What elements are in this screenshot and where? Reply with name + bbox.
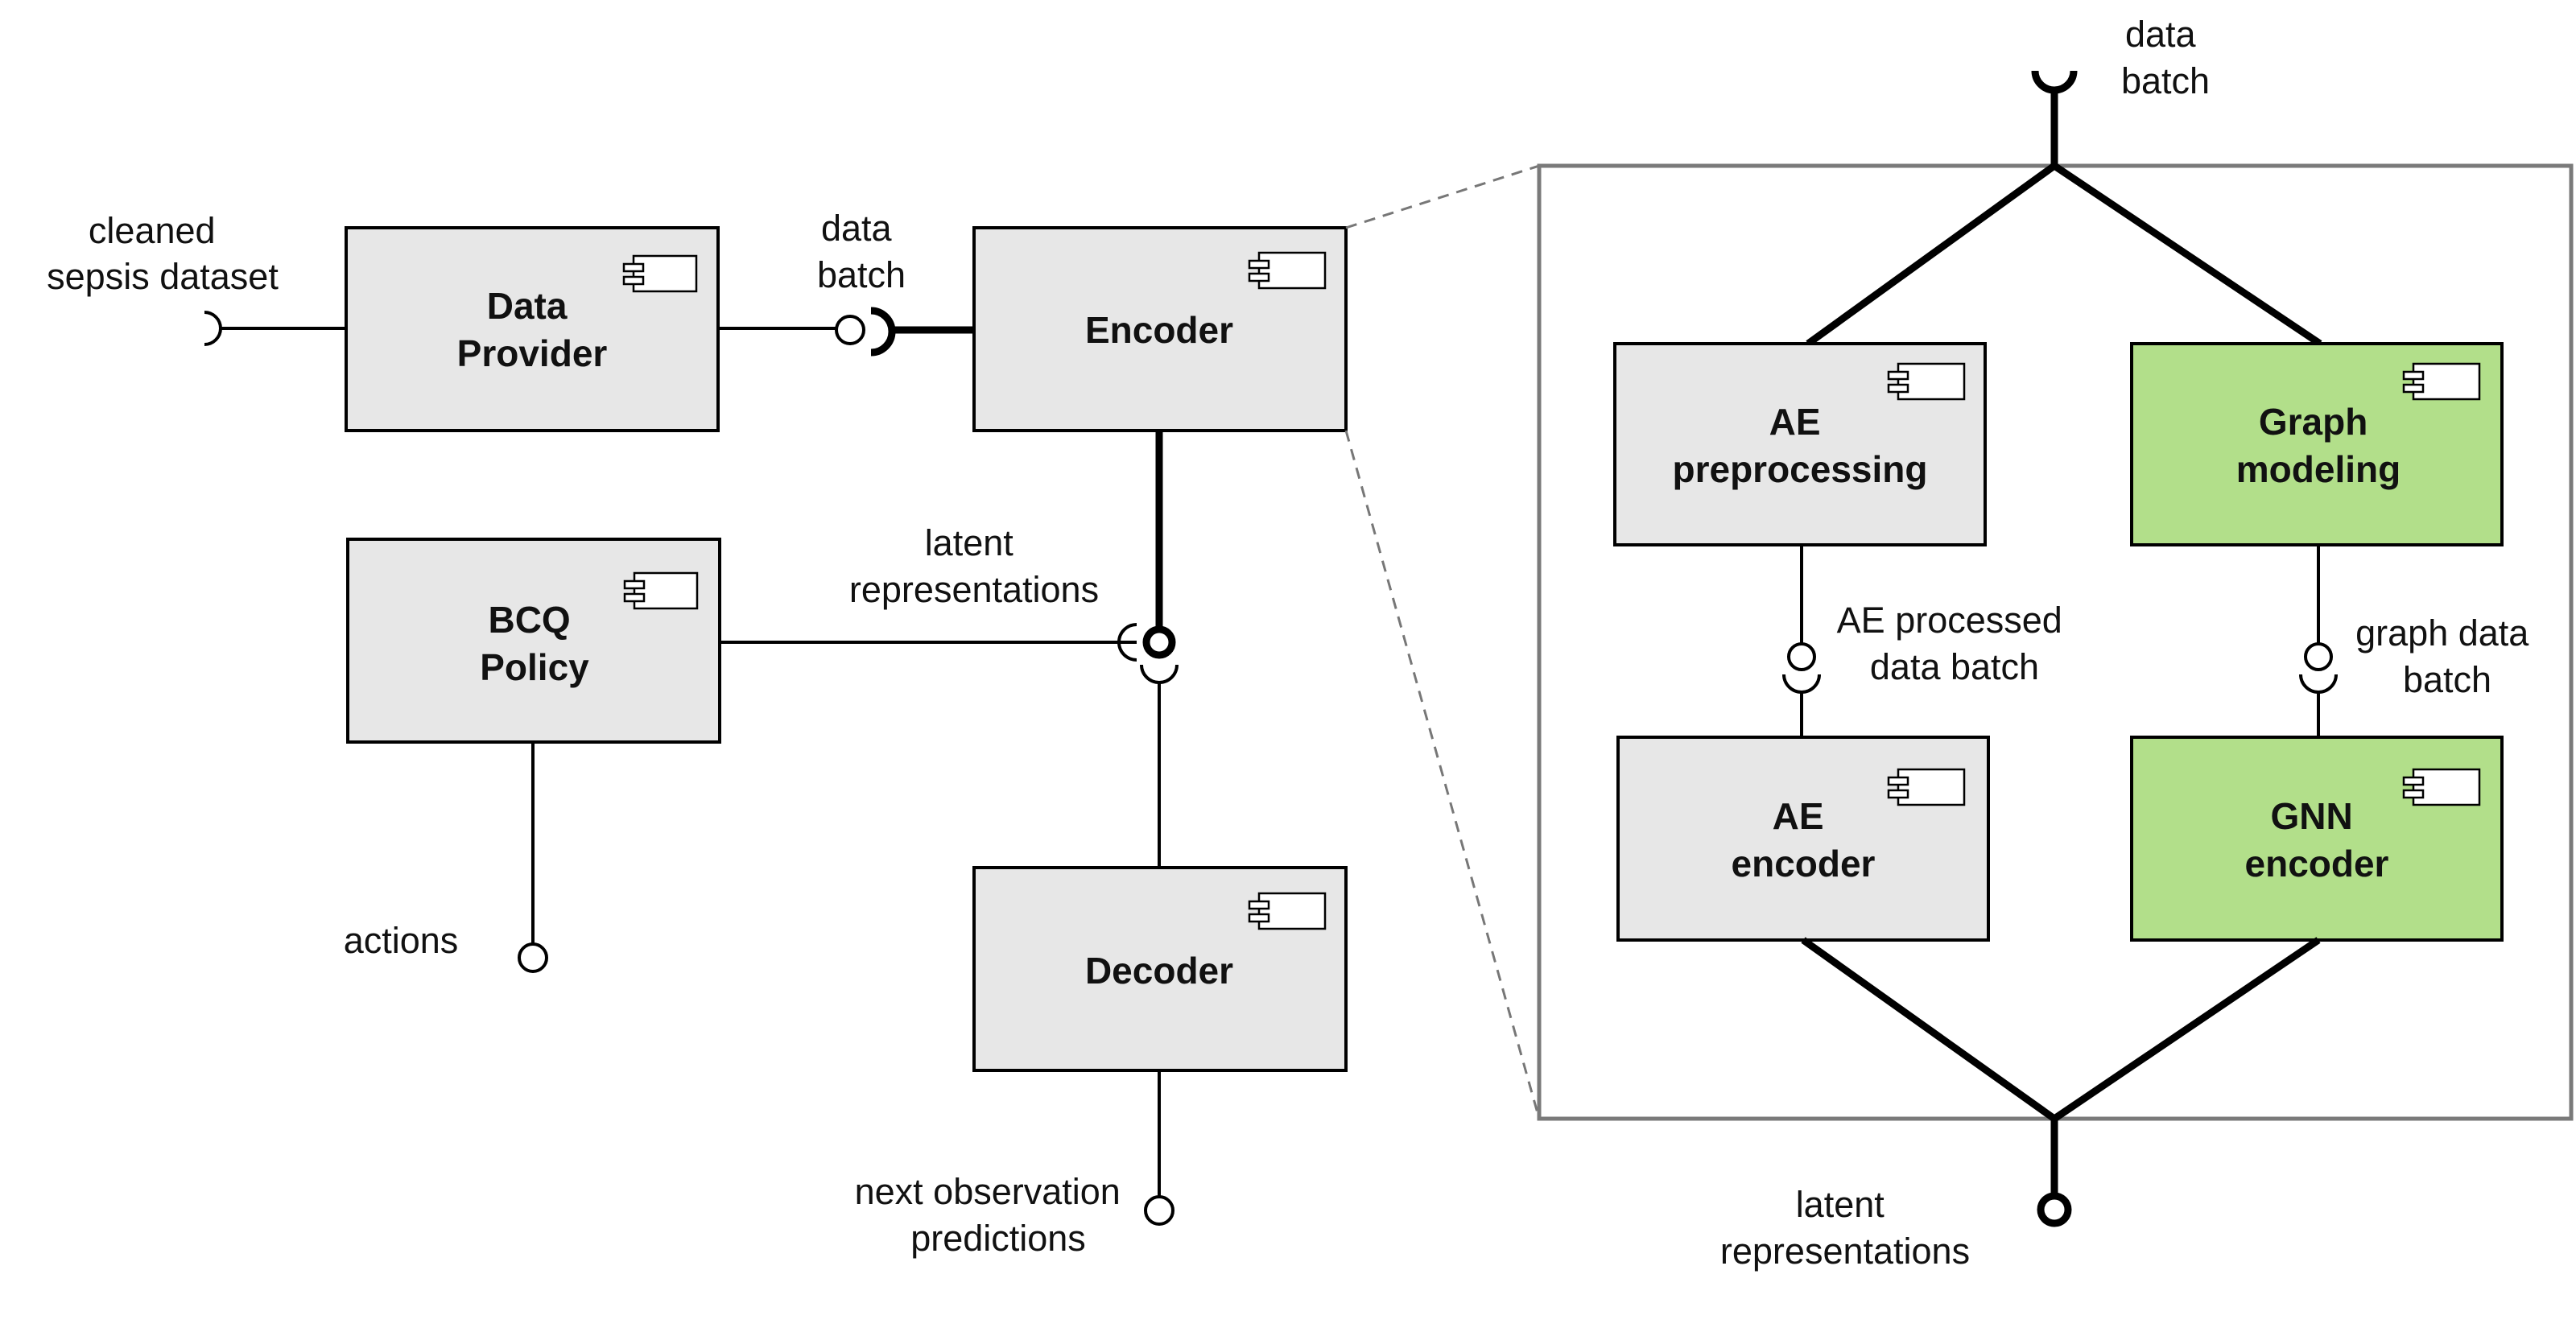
lollipop-icon bbox=[1142, 625, 1176, 659]
component-title: Encoder bbox=[1085, 309, 1233, 351]
graph-data-batch-label: graph data batch bbox=[2355, 612, 2539, 700]
dataset-interface bbox=[204, 311, 346, 346]
component-icon bbox=[1248, 251, 1327, 290]
component-icon bbox=[1887, 768, 1966, 806]
fan-in-left bbox=[1801, 937, 2057, 1122]
label-line: batch bbox=[2403, 659, 2491, 700]
label-line: graph data bbox=[2355, 612, 2529, 654]
label-line: latent bbox=[1796, 1184, 1885, 1225]
label-line: data bbox=[821, 208, 893, 249]
detail-data-batch-label: data batch bbox=[2121, 14, 2210, 101]
ae-preprocessing-component[interactable]: AE preprocessing bbox=[1613, 342, 1987, 546]
lollipop-icon bbox=[1787, 642, 1816, 671]
fan-in-right bbox=[2052, 937, 2321, 1122]
component-box bbox=[972, 866, 1348, 1072]
component-title: Data Provider bbox=[457, 285, 608, 374]
component-icon bbox=[1887, 362, 1966, 401]
socket-icon bbox=[2299, 674, 2338, 694]
bcq-policy-component[interactable]: BCQ Policy bbox=[346, 538, 721, 744]
actions-label: actions bbox=[344, 920, 459, 961]
component-icon bbox=[2402, 768, 2481, 806]
component-box bbox=[1616, 736, 1990, 942]
next-observation-label: next observation predictions bbox=[855, 1171, 1131, 1259]
component-title: AE encoder bbox=[1732, 795, 1876, 884]
component-title: GNN encoder bbox=[2245, 795, 2389, 884]
label-line: cleaned bbox=[89, 210, 216, 251]
label-line: data bbox=[2125, 14, 2197, 55]
socket-icon bbox=[2031, 70, 2078, 94]
lollipop-icon bbox=[1144, 1195, 1174, 1226]
fan-out-right bbox=[2052, 163, 2322, 347]
label-line: batch bbox=[2121, 60, 2210, 101]
label-line: representations bbox=[849, 569, 1099, 610]
ae-processed-label: AE processed data batch bbox=[1837, 600, 2073, 687]
lollipop-icon bbox=[835, 315, 865, 345]
component-box bbox=[2130, 736, 2504, 942]
component-icon bbox=[1248, 892, 1327, 930]
label-line: representations bbox=[1720, 1231, 1970, 1272]
label-line: predictions bbox=[910, 1218, 1086, 1259]
socket-icon bbox=[204, 311, 222, 346]
component-box bbox=[346, 538, 721, 744]
label-line: batch bbox=[817, 254, 906, 295]
data-batch-label: data batch bbox=[817, 208, 906, 295]
gnn-encoder-component[interactable]: GNN encoder bbox=[2130, 736, 2504, 942]
component-title: BCQ Policy bbox=[480, 599, 589, 688]
component-icon bbox=[623, 571, 699, 610]
component-title: Decoder bbox=[1085, 950, 1233, 992]
label-line: latent bbox=[925, 522, 1014, 563]
lollipop-icon bbox=[2037, 1192, 2072, 1227]
fan-out-left bbox=[1806, 163, 2057, 347]
detail-latent-representations-label: latent representations bbox=[1720, 1184, 1970, 1272]
encoder-component[interactable]: Encoder bbox=[972, 226, 1348, 432]
label-line: sepsis dataset bbox=[47, 256, 279, 297]
graph-modeling-component[interactable]: Graph modeling bbox=[2130, 342, 2504, 546]
label-line: data batch bbox=[1870, 646, 2039, 687]
socket-icon bbox=[1140, 664, 1179, 684]
decoder-component[interactable]: Decoder bbox=[972, 866, 1348, 1072]
component-icon bbox=[622, 254, 698, 293]
component-title: Graph modeling bbox=[2236, 401, 2401, 490]
zoom-line-top bbox=[1345, 164, 1540, 229]
lollipop-icon bbox=[2304, 642, 2333, 671]
socket-icon bbox=[1782, 674, 1821, 694]
latent-representations-label: latent representations bbox=[849, 522, 1099, 610]
label-line: AE processed bbox=[1837, 600, 2062, 641]
zoom-line-bottom bbox=[1344, 430, 1541, 1120]
label-line: next observation bbox=[855, 1171, 1121, 1212]
component-title: AE preprocessing bbox=[1673, 401, 1928, 490]
ae-encoder-component[interactable]: AE encoder bbox=[1616, 736, 1990, 942]
component-icon bbox=[2402, 362, 2481, 401]
cleaned-dataset-label: cleaned sepsis dataset bbox=[47, 210, 279, 297]
lollipop-icon bbox=[518, 942, 548, 973]
data-provider-component[interactable]: Data Provider bbox=[345, 226, 720, 432]
